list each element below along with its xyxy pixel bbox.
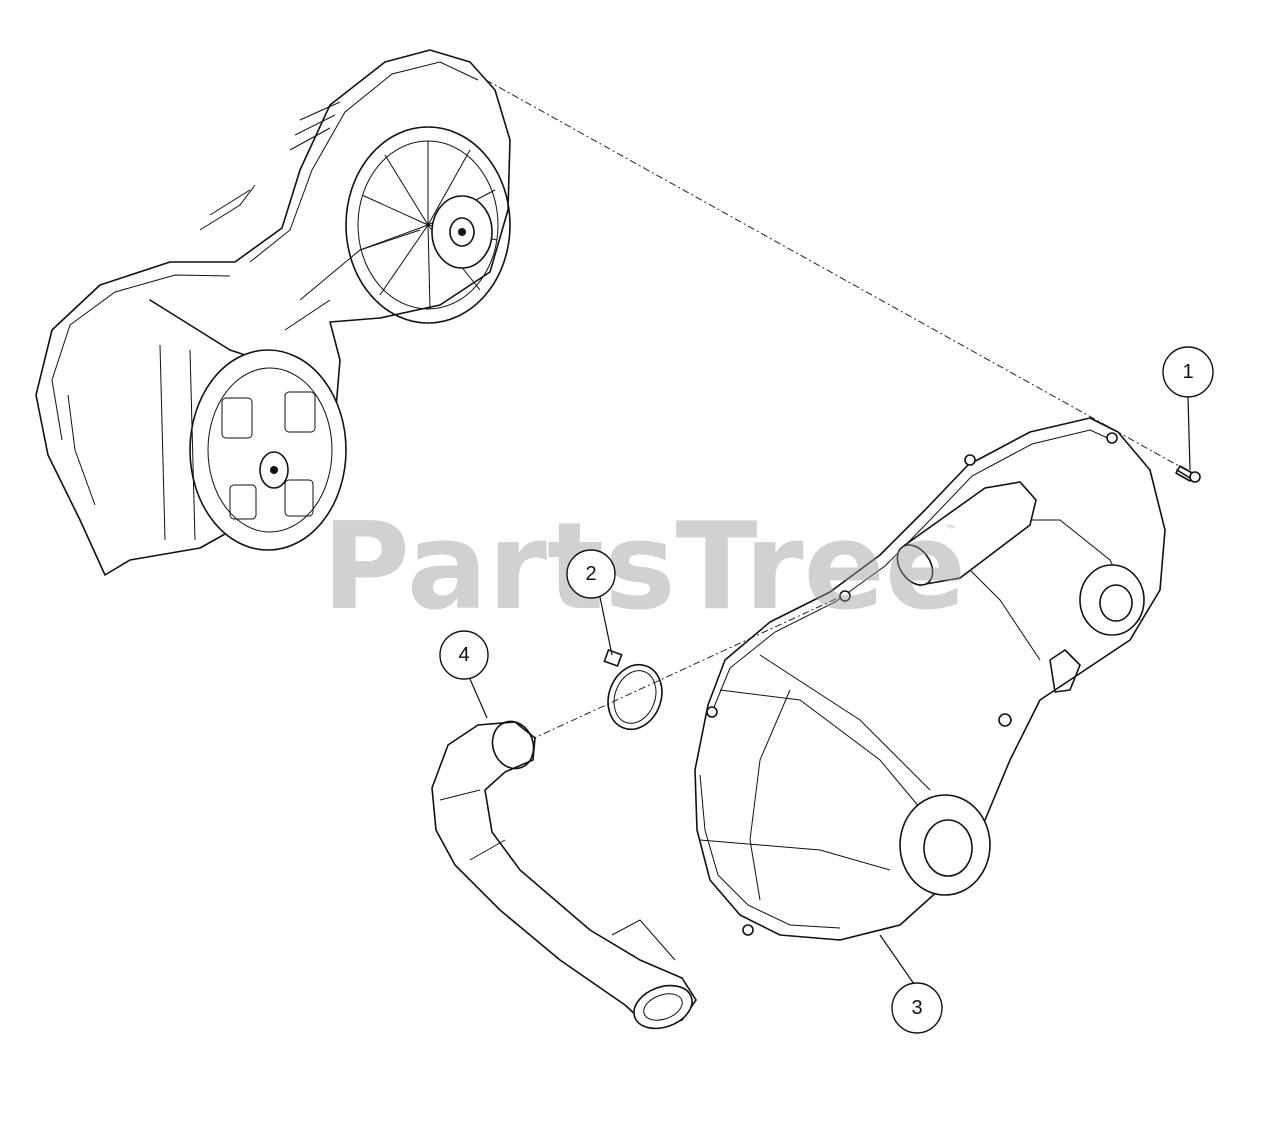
air-duct-hose-icon: [431, 720, 697, 1030]
callout-label-4: 4: [458, 644, 469, 666]
callout-3: 3: [879, 934, 943, 1034]
hose-clamp-icon: [603, 648, 663, 731]
callout-1: 1: [1162, 346, 1214, 471]
watermark: PartsTree ™: [322, 498, 966, 637]
callout-4: 4: [439, 630, 489, 719]
callout-circle-2: [566, 549, 616, 599]
watermark-trademark: ™: [945, 523, 957, 537]
callout-label-3: 3: [911, 997, 922, 1019]
callout-2: 2: [566, 549, 616, 656]
cvt-inner-housing: [35, 49, 511, 576]
callout-circle-4: [439, 630, 489, 680]
alignment-lines: [485, 79, 1196, 741]
screw-icon: [1175, 465, 1201, 483]
callout-circle-1: [1162, 346, 1214, 398]
callout-label-1: 1: [1182, 361, 1193, 383]
watermark-text: PartsTree: [322, 498, 966, 637]
cvt-outer-cover-icon: [694, 417, 1166, 941]
callout-circle-3: [891, 982, 943, 1034]
callout-label-2: 2: [585, 563, 596, 585]
